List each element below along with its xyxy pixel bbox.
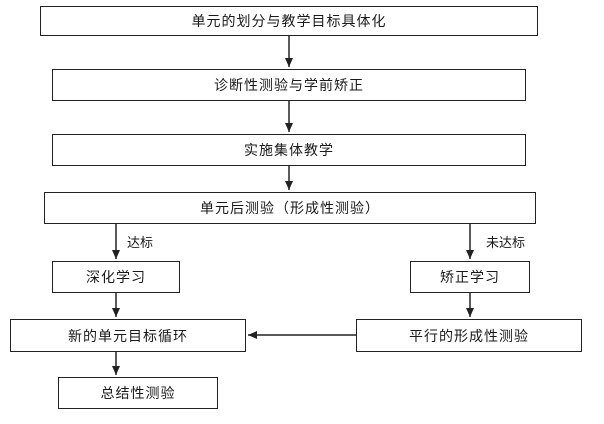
node-unit-division: 单元的划分与教学目标具体化 — [40, 6, 538, 36]
node-summative-test: 总结性测验 — [58, 377, 218, 409]
node-new-cycle: 新的单元目标循环 — [10, 319, 246, 352]
node-diagnostic-test: 诊断性测验与学前矫正 — [52, 69, 526, 101]
node-post-unit-test: 单元后测验（形成性测验） — [44, 192, 536, 224]
node-correction: 矫正学习 — [410, 261, 530, 293]
label-not-achieved: 未达标 — [486, 236, 526, 251]
node-unit-division-label: 单元的划分与教学目标具体化 — [191, 14, 387, 30]
node-correction-label: 矫正学习 — [440, 270, 500, 286]
node-parallel-test-label: 平行的形成性测验 — [409, 328, 529, 345]
label-achieved: 达标 — [127, 236, 154, 251]
node-group-teaching: 实施集体教学 — [52, 134, 526, 166]
node-deepening-label: 深化学习 — [86, 270, 146, 286]
node-summative-test-label: 总结性测验 — [100, 386, 176, 402]
node-group-teaching-label: 实施集体教学 — [244, 143, 334, 159]
node-post-unit-test-label: 单元后测验（形成性测验） — [200, 201, 380, 217]
node-diagnostic-test-label: 诊断性测验与学前矫正 — [214, 78, 364, 94]
node-deepening: 深化学习 — [52, 261, 180, 293]
node-parallel-test: 平行的形成性测验 — [356, 319, 582, 352]
node-new-cycle-label: 新的单元目标循环 — [68, 328, 188, 345]
